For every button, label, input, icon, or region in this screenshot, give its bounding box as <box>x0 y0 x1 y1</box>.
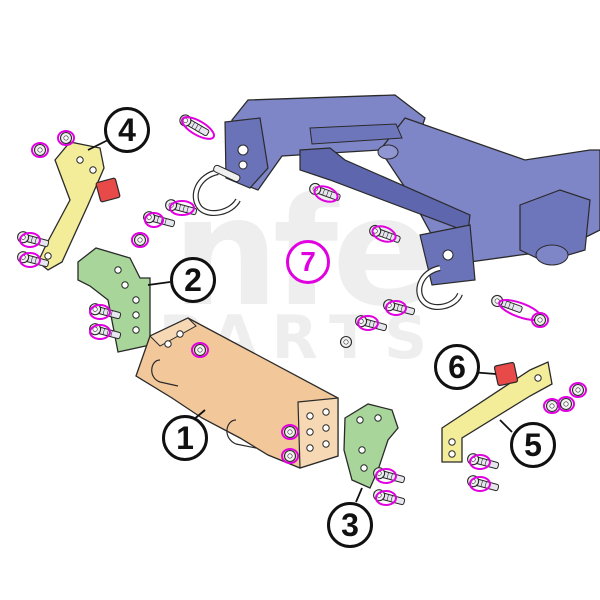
bolt-icon <box>371 487 407 509</box>
pad-part-6 <box>493 361 519 387</box>
bracket-part-3 <box>343 403 399 489</box>
nut-icon <box>191 342 209 358</box>
callout-part-5: 5 <box>510 422 556 468</box>
nut-icon <box>531 312 549 328</box>
nut-icon <box>569 382 587 398</box>
brace-part-4 <box>37 141 105 271</box>
nut-icon <box>57 130 75 146</box>
bolt-icon <box>381 297 417 319</box>
bolt-icon <box>465 473 501 495</box>
bolt-icon <box>176 111 215 140</box>
bolt-icon <box>15 229 51 251</box>
bolt-icon <box>307 180 343 205</box>
nut-icon <box>281 448 299 464</box>
shackle-icon <box>192 164 241 217</box>
callout-part-2: 2 <box>170 257 216 303</box>
callout-part-4: 4 <box>104 107 150 153</box>
bolt-icon <box>371 465 407 487</box>
nut-icon <box>281 424 299 440</box>
brace-part-5 <box>441 361 553 463</box>
callout-part-7: 7 <box>286 240 330 284</box>
callout-part-1: 1 <box>162 415 208 461</box>
nut-icon <box>543 398 561 414</box>
callout-part-3: 3 <box>327 502 373 548</box>
bolt-icon <box>353 313 389 335</box>
callout-part-6: 6 <box>434 344 480 390</box>
nut-icon <box>339 335 353 349</box>
vehicle-frame <box>224 94 600 286</box>
nut-icon <box>131 232 149 248</box>
bolt-icon <box>465 451 501 473</box>
bolt-icon <box>87 321 123 343</box>
bolt-icon <box>367 222 403 247</box>
nut-icon <box>557 396 575 412</box>
nut-icon <box>31 142 49 158</box>
pad-part-6-left <box>95 177 121 203</box>
bolt-icon <box>141 209 177 231</box>
shackle-icon <box>416 265 463 311</box>
bolt-icon <box>87 301 123 323</box>
bolt-icon <box>163 197 199 219</box>
hardware-bolts <box>15 111 587 509</box>
bolt-icon <box>15 249 51 271</box>
